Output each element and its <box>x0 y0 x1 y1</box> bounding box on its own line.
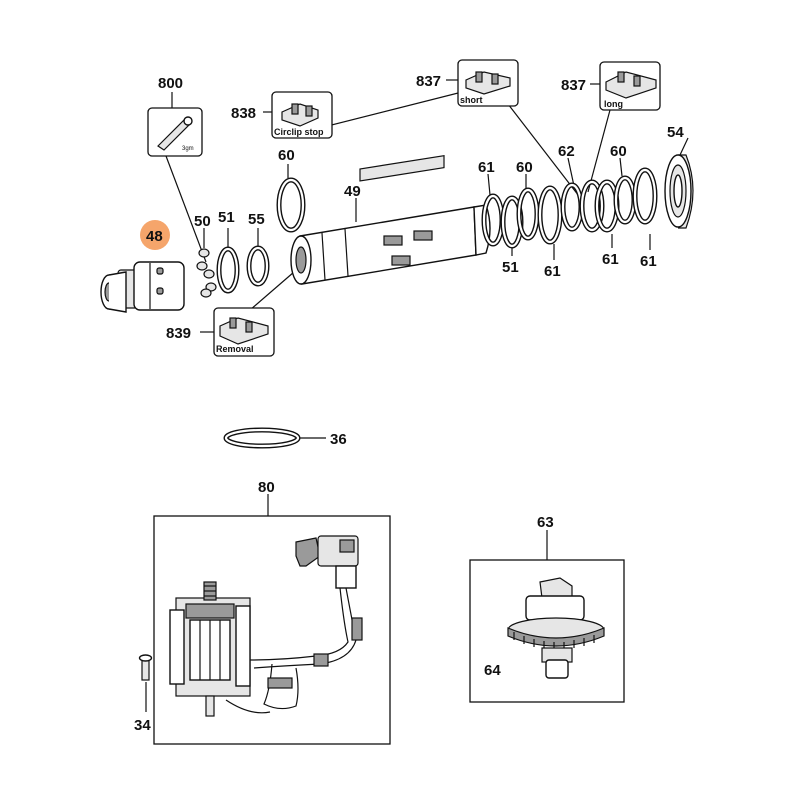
part-61-ring-2[interactable] <box>537 185 563 245</box>
part-50-pins[interactable] <box>196 248 217 298</box>
highlight-marker-48 <box>140 220 170 250</box>
part-54-bearing[interactable] <box>664 154 694 229</box>
motor-assembly-80-box[interactable] <box>138 515 391 745</box>
tool-838-circlip-stop-box[interactable]: Circlip stop <box>271 91 333 139</box>
part-60-oring-b[interactable] <box>516 187 540 241</box>
tool-837-short-box[interactable]: short <box>457 59 519 107</box>
part-60-oring-a[interactable] <box>276 177 306 233</box>
motor <box>169 581 251 717</box>
part-61-ring-3[interactable] <box>579 179 605 233</box>
switch-trigger <box>295 535 359 589</box>
gear-teeth <box>513 632 595 650</box>
part-48-sleeve[interactable] <box>100 261 185 313</box>
label-48: 48 <box>146 228 163 245</box>
label-837-short: 837 <box>416 73 441 90</box>
grease-qty-caption: 3gm <box>182 146 194 152</box>
label-61-c: 61 <box>602 251 619 268</box>
gear-assembly <box>507 577 605 679</box>
long-caption: long <box>604 99 623 109</box>
label-60-b: 60 <box>516 159 533 176</box>
label-51-b: 51 <box>502 259 519 276</box>
label-36: 36 <box>330 431 347 448</box>
short-caption: short <box>460 95 483 105</box>
label-60-c: 60 <box>610 143 627 160</box>
label-50: 50 <box>194 213 211 230</box>
circlip-stop-caption: Circlip stop <box>274 127 324 137</box>
label-54: 54 <box>667 124 684 141</box>
label-55: 55 <box>248 211 265 228</box>
callout-labels: 800 838 837 837 54 60 49 61 60 62 60 48 … <box>134 73 684 734</box>
label-838: 838 <box>231 105 256 122</box>
label-51-a: 51 <box>218 209 235 226</box>
label-62: 62 <box>558 143 575 160</box>
wiring-harness <box>225 587 363 714</box>
part-49-spindle[interactable] <box>290 154 491 285</box>
tool-837-long-box[interactable]: long <box>599 61 661 111</box>
part-36-oring[interactable] <box>223 427 301 449</box>
label-80: 80 <box>258 479 275 496</box>
part-34-screw[interactable] <box>138 654 153 681</box>
part-51-ring[interactable] <box>216 246 240 294</box>
label-800: 800 <box>158 75 183 92</box>
label-837-long: 837 <box>561 77 586 94</box>
label-63: 63 <box>537 514 554 531</box>
label-61-a: 61 <box>478 159 495 176</box>
label-64: 64 <box>484 662 501 679</box>
tool-800-grease-box[interactable]: 3gm <box>147 107 203 157</box>
part-55-ring[interactable] <box>246 245 270 287</box>
part-62-ring[interactable] <box>560 182 584 232</box>
label-61-d: 61 <box>640 253 657 270</box>
label-49: 49 <box>344 183 361 200</box>
label-61-b: 61 <box>544 263 561 280</box>
label-839: 839 <box>166 325 191 342</box>
part-61-ring-5[interactable] <box>632 167 658 225</box>
tool-839-removal-box[interactable]: Removal <box>213 307 275 357</box>
gear-assembly-63-box[interactable] <box>469 559 625 703</box>
removal-caption: Removal <box>216 344 254 354</box>
label-34: 34 <box>134 717 151 734</box>
label-60-a: 60 <box>278 147 295 164</box>
